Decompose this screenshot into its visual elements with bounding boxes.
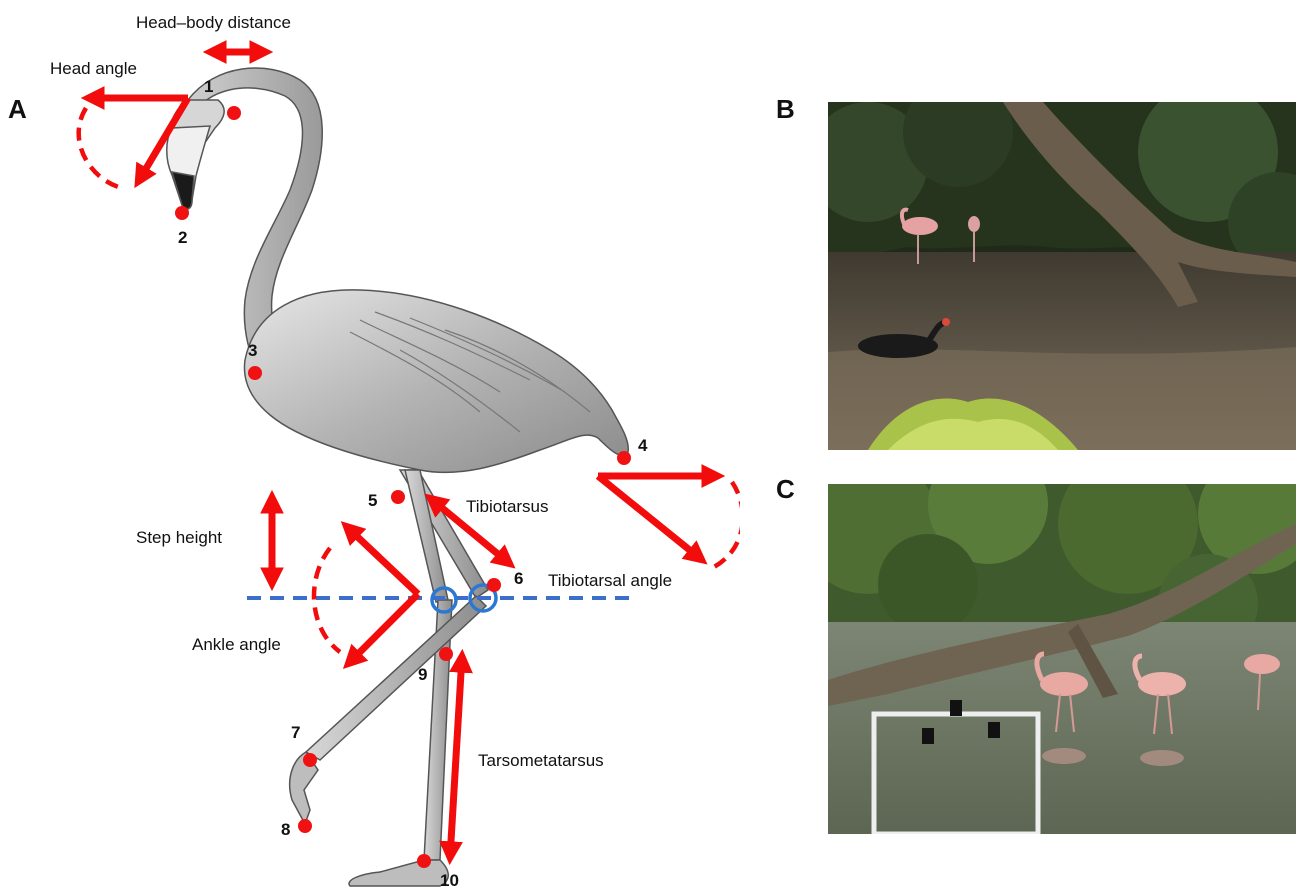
keypoint-2 — [175, 206, 189, 220]
keypoint-number-4: 4 — [638, 436, 648, 455]
ankle-angle-arrow-upper — [346, 526, 418, 594]
keypoint-7 — [303, 753, 317, 767]
label-head-angle: Head angle — [50, 59, 137, 78]
keypoint-number-1: 1 — [204, 77, 213, 96]
ankle-angle-arrow-lower — [348, 594, 418, 664]
keypoint-number-7: 7 — [291, 723, 300, 742]
keypoint-number-5: 5 — [368, 491, 377, 510]
keypoint-8 — [298, 819, 312, 833]
panel-label-b: B — [776, 94, 795, 125]
keypoint-1 — [227, 106, 241, 120]
label-tibiotarsal-angle: Tibiotarsal angle — [548, 571, 672, 590]
tibiotarsal-angle-arrow-lower — [598, 476, 702, 560]
tibiotarsal-angle-arc — [712, 482, 740, 568]
label-tibiotarsus: Tibiotarsus — [466, 497, 549, 516]
flamingo-diagram: 1 2 3 4 5 6 7 8 9 10 Head–body distance … — [0, 0, 740, 896]
keypoint-number-10: 10 — [440, 871, 459, 890]
flamingo-beak-tip — [172, 172, 194, 209]
keypoint-number-8: 8 — [281, 820, 290, 839]
keypoint-9 — [439, 647, 453, 661]
label-head-body-distance: Head–body distance — [136, 13, 291, 32]
panel-label-c: C — [776, 474, 795, 505]
keypoint-number-6: 6 — [514, 569, 523, 588]
label-ankle-angle: Ankle angle — [192, 635, 281, 654]
keypoint-5 — [391, 490, 405, 504]
keypoint-3 — [248, 366, 262, 380]
photo-flamingos-pond-b — [828, 102, 1296, 450]
keypoint-6 — [487, 578, 501, 592]
label-step-height: Step height — [136, 528, 222, 547]
flamingo-body — [244, 290, 628, 473]
keypoint-number-2: 2 — [178, 228, 187, 247]
photo-flamingos-pond-c — [828, 484, 1296, 834]
tarsometatarsus-arrow — [450, 656, 462, 858]
keypoint-number-9: 9 — [418, 665, 427, 684]
head-angle-arc — [79, 108, 122, 188]
label-tarsometatarsus: Tarsometatarsus — [478, 751, 604, 770]
keypoint-number-3: 3 — [248, 341, 257, 360]
flamingo-standing-foot — [349, 860, 448, 886]
keypoint-4 — [617, 451, 631, 465]
keypoint-10 — [417, 854, 431, 868]
